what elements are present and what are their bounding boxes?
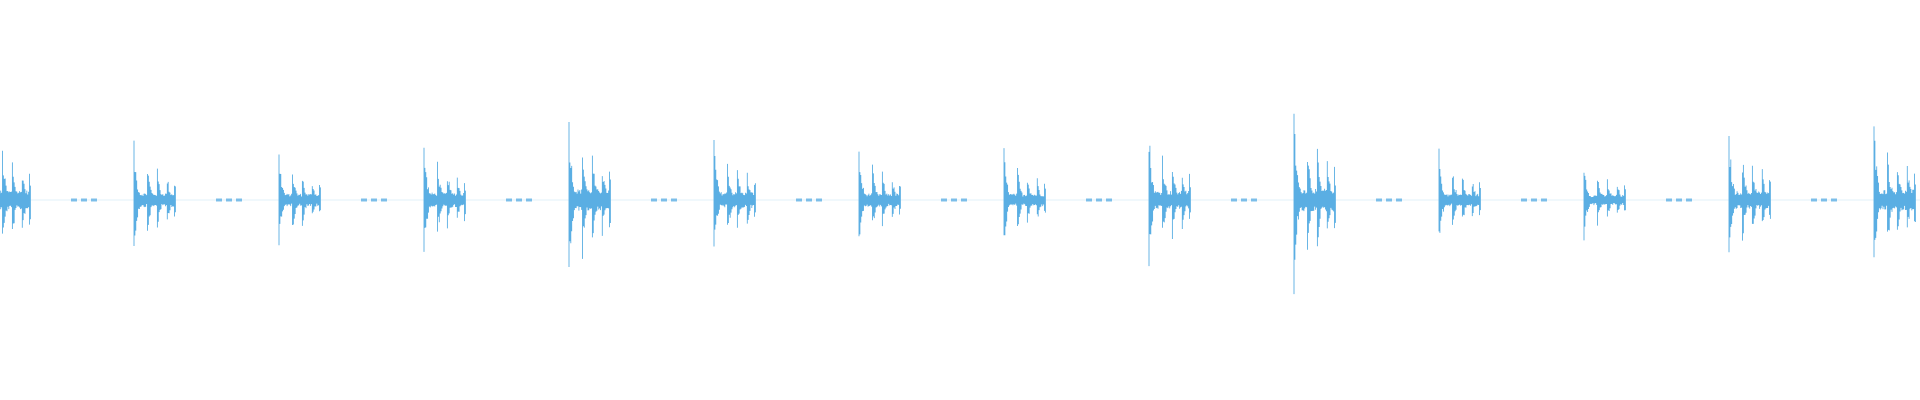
waveform-noise — [1376, 198, 1402, 202]
waveform-burst — [1148, 145, 1191, 267]
waveform-burst-shape — [1293, 113, 1336, 295]
waveform-burst — [713, 140, 756, 247]
waveform-burst — [1003, 148, 1046, 236]
waveform-burst-shape — [423, 147, 466, 252]
waveform-burst-shape — [568, 121, 611, 268]
waveform-noise — [361, 198, 387, 202]
waveform-burst-shape — [278, 154, 321, 246]
waveform-noise — [941, 198, 967, 202]
waveform-burst — [1583, 172, 1626, 241]
waveform-burst-shape — [713, 140, 756, 247]
waveform-noise — [71, 198, 97, 202]
waveform-noise — [506, 198, 532, 202]
waveform-burst — [423, 147, 466, 252]
waveform-burst-shape — [1438, 148, 1481, 233]
waveform-noise — [1086, 198, 1112, 202]
waveform-burst-shape — [1148, 145, 1191, 267]
waveform-burst-shape — [133, 140, 176, 246]
waveform-burst — [133, 140, 176, 246]
waveform-burst — [858, 151, 901, 237]
waveform-burst — [1438, 148, 1481, 233]
waveform-noise — [796, 198, 822, 202]
waveform-burst — [1293, 113, 1336, 295]
waveform-burst-shape — [1003, 148, 1046, 236]
waveform-burst — [0, 150, 31, 234]
waveform-burst-shape — [1873, 126, 1916, 258]
waveform-burst-shape — [0, 150, 31, 234]
waveform-noise — [1231, 198, 1257, 202]
waveform-noise — [1811, 198, 1837, 202]
waveform-burst — [568, 121, 611, 268]
waveform-burst-shape — [858, 151, 901, 237]
waveform-noise — [1666, 198, 1692, 202]
waveform-burst — [1873, 126, 1916, 258]
waveform-burst — [1728, 136, 1771, 253]
waveform-burst-shape — [1583, 172, 1626, 241]
waveform-burst-shape — [1728, 136, 1771, 253]
waveform-noise — [1521, 198, 1547, 202]
waveform-noise — [216, 198, 242, 202]
waveform-burst — [278, 154, 321, 246]
waveform-noise — [651, 198, 677, 202]
